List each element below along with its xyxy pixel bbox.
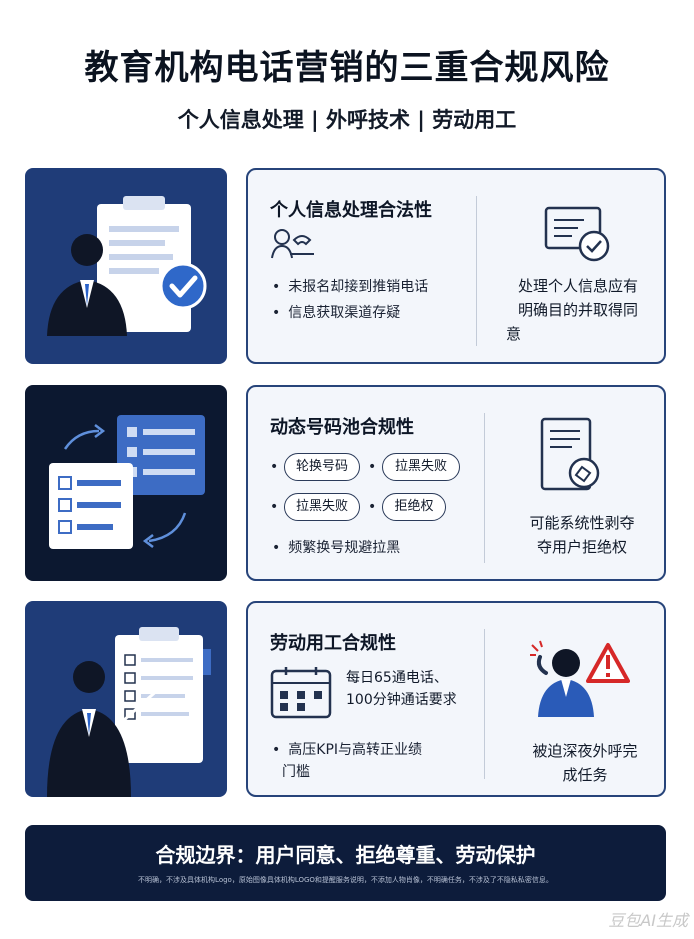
ai-watermark: 豆包AI生成	[608, 911, 688, 930]
document-check-icon	[544, 206, 612, 266]
tag-pill: 拉黑失败	[382, 453, 460, 481]
clipboard-person-illustration	[25, 168, 227, 364]
footer-headline: 合规边界：用户同意、拒绝尊重、劳动保护	[155, 843, 536, 867]
bullet-item: 高压KPI与高转正业绩	[272, 739, 422, 759]
section-number-pool: 动态号码池合规性 • 轮换号码 • 拉黑失败 • 拉黑失败 • 拒绝权 频繁换号…	[25, 385, 666, 581]
section-title: 劳动用工合规性	[270, 633, 396, 654]
presenter-clipboard-illustration	[25, 601, 227, 797]
section-personal-info: 个人信息处理合法性 未报名却接到推销电话 信息获取渠道存疑 处理个人信息应有	[25, 168, 666, 364]
illustration-number-pool	[25, 385, 227, 581]
divider	[484, 629, 485, 779]
requirement-text: 每日65通电话、 100分钟通话要求	[346, 670, 457, 708]
person-phone-icon	[270, 228, 318, 264]
divider	[484, 413, 485, 563]
section-title: 个人信息处理合法性	[270, 200, 432, 221]
calendar-icon	[270, 665, 332, 723]
card-personal-info: 个人信息处理合法性 未报名却接到推销电话 信息获取渠道存疑 处理个人信息应有	[246, 168, 666, 364]
card-labor: 劳动用工合规性 每日65通电话、 100分钟通话要求 高压KPI与高转正业绩 门…	[246, 601, 666, 797]
tag-pill: 轮换号码	[284, 453, 360, 481]
tag-pill: 拉黑失败	[284, 493, 360, 521]
card-number-pool: 动态号码池合规性 • 轮换号码 • 拉黑失败 • 拉黑失败 • 拒绝权 频繁换号…	[246, 385, 666, 581]
bullet-continuation: 门槛	[282, 764, 310, 780]
document-signature-icon	[540, 417, 604, 501]
right-note: 处理个人信息应有 明确目的并取得同 意	[506, 277, 638, 343]
page-title: 教育机构电话营销的三重合规风险	[84, 48, 610, 88]
bullet-item: 频繁换号规避拉黑	[272, 537, 400, 557]
right-note: 被迫深夜外呼完 成任务	[532, 742, 638, 784]
page-subtitle: 个人信息处理 | 外呼技术 | 劳动用工	[177, 108, 517, 132]
illustration-compliance-officer	[25, 168, 227, 364]
footer-disclaimer: 不明确，不涉及具体机构Logo，原始图像具体机构LOGO和提醒服务说明，不添加人…	[138, 876, 553, 884]
right-note: 可能系统性剥夺 夺用户拒绝权	[529, 514, 635, 556]
section-title: 动态号码池合规性	[270, 417, 414, 438]
section-labor: 劳动用工合规性 每日65通电话、 100分钟通话要求 高压KPI与高转正业绩 门…	[25, 601, 666, 797]
bullet-item: 信息获取渠道存疑	[272, 302, 400, 322]
illustration-presenter	[25, 601, 227, 797]
divider	[476, 196, 477, 346]
bullet-item: 未报名却接到推销电话	[272, 276, 428, 296]
tag-pill: 拒绝权	[382, 493, 446, 521]
checklist-rotation-illustration	[25, 385, 227, 581]
footer-banner: 合规边界：用户同意、拒绝尊重、劳动保护 不明确，不涉及具体机构Logo，原始图像…	[25, 825, 666, 901]
stressed-caller-icon	[526, 637, 630, 721]
